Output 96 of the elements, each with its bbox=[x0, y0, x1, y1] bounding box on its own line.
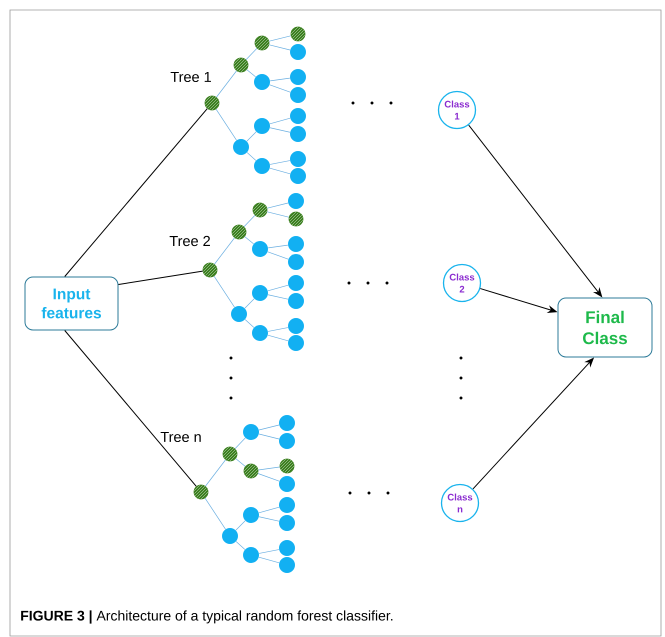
tree-branch bbox=[270, 78, 290, 82]
tree-branch bbox=[204, 498, 226, 530]
tree-branch bbox=[268, 334, 288, 342]
tree-branch bbox=[244, 215, 256, 227]
filled-circle bbox=[288, 193, 304, 209]
filled-circle bbox=[279, 497, 295, 513]
filled-circle bbox=[290, 44, 306, 60]
tree-branch bbox=[258, 466, 280, 470]
filled-circle bbox=[279, 557, 295, 573]
filled-circle bbox=[254, 158, 270, 174]
tree-branch bbox=[266, 202, 288, 209]
tree-branch bbox=[235, 458, 246, 467]
filled-circle bbox=[279, 515, 295, 531]
tree-branch bbox=[234, 438, 246, 449]
tree-branch bbox=[258, 473, 280, 482]
filled-circle bbox=[254, 74, 270, 90]
hatched-circle bbox=[202, 262, 218, 278]
tree-branch bbox=[267, 251, 289, 260]
filled-circle bbox=[290, 69, 306, 85]
filled-circle bbox=[243, 507, 259, 523]
tree-branch bbox=[258, 506, 280, 514]
tree-branch bbox=[244, 236, 254, 244]
tree-branch bbox=[244, 319, 254, 328]
hatched-circle bbox=[252, 202, 268, 218]
hatched-circle bbox=[254, 36, 270, 50]
tree-branch bbox=[258, 516, 280, 522]
connector-line bbox=[118, 270, 204, 285]
tree-branch bbox=[235, 520, 246, 531]
filled-circle bbox=[288, 275, 304, 291]
tree-branch bbox=[268, 44, 290, 50]
tree-branch bbox=[268, 244, 288, 248]
filled-circle bbox=[252, 325, 268, 341]
hatched-circle bbox=[290, 26, 306, 42]
tree-branch bbox=[258, 434, 280, 440]
tree-branch bbox=[244, 298, 255, 309]
hatched-circle bbox=[204, 96, 220, 110]
tree-branch bbox=[270, 160, 290, 165]
tree-branch bbox=[258, 556, 280, 564]
tree-branch bbox=[258, 549, 280, 554]
tree-label: Tree 2 bbox=[170, 236, 210, 246]
filled-circle bbox=[288, 236, 304, 252]
tree-branch bbox=[258, 424, 280, 430]
filled-circle bbox=[290, 87, 306, 103]
input-box: Input features bbox=[24, 276, 118, 330]
filled-circle bbox=[288, 254, 304, 270]
filled-circle bbox=[243, 424, 259, 440]
filled-circle bbox=[279, 415, 295, 431]
filled-circle bbox=[288, 293, 304, 309]
tree-branch bbox=[270, 118, 290, 124]
tree-branch bbox=[270, 127, 290, 133]
filled-circle bbox=[231, 306, 247, 322]
hatched-circle bbox=[232, 224, 246, 240]
tree-branch bbox=[269, 84, 291, 93]
tree-branch bbox=[268, 294, 288, 300]
tree-branch bbox=[205, 460, 226, 486]
tree-branch bbox=[216, 70, 237, 98]
filled-circle bbox=[279, 476, 295, 492]
hatched-circle bbox=[234, 58, 248, 72]
filled-circle bbox=[243, 547, 259, 563]
hatched-circle bbox=[194, 484, 208, 500]
filled-circle bbox=[233, 139, 249, 155]
filled-circle bbox=[279, 540, 295, 556]
tree-branch bbox=[268, 35, 292, 42]
tree-branch bbox=[214, 276, 235, 308]
filled-circle bbox=[290, 126, 306, 142]
tree-branch bbox=[246, 131, 257, 142]
hatched-circle bbox=[244, 464, 258, 478]
connector-line bbox=[64, 108, 208, 277]
filled-circle bbox=[252, 285, 268, 301]
filled-circle bbox=[254, 118, 270, 134]
filled-circle bbox=[290, 168, 306, 184]
filled-circle bbox=[290, 108, 306, 124]
tree-label: Tree n bbox=[160, 432, 201, 442]
tree-branch bbox=[236, 541, 246, 550]
tree-branch bbox=[216, 108, 237, 140]
hatched-circle bbox=[222, 446, 238, 462]
output-box: Final Class bbox=[558, 298, 652, 358]
filled-circle bbox=[288, 335, 304, 351]
tree-branch bbox=[246, 69, 256, 78]
tree-branch bbox=[268, 327, 288, 332]
tree-branch bbox=[246, 48, 258, 60]
filled-circle bbox=[288, 318, 304, 334]
filled-circle bbox=[222, 528, 238, 544]
filled-circle bbox=[279, 433, 295, 449]
tree-branch bbox=[214, 238, 235, 264]
tree-label: Tree 1 bbox=[170, 72, 211, 82]
tree-branch bbox=[268, 284, 288, 292]
hatched-circle bbox=[288, 212, 304, 226]
tree-branch bbox=[266, 211, 290, 218]
tree-branch bbox=[246, 152, 256, 161]
filled-circle bbox=[290, 151, 306, 167]
hatched-circle bbox=[280, 458, 294, 474]
tree-branch bbox=[270, 168, 290, 174]
figure-caption: FIGURE 3 | Architecture of a typical random forest classifier. bbox=[21, 610, 392, 624]
filled-circle bbox=[252, 241, 268, 257]
connector-line bbox=[64, 330, 197, 487]
